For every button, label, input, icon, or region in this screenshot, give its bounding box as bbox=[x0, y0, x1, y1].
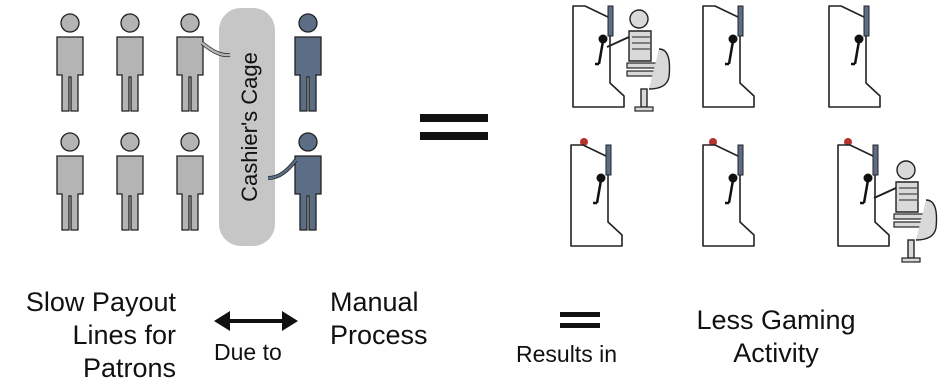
patron-row-top bbox=[56, 13, 204, 112]
machine-light-icon bbox=[580, 138, 588, 146]
patron-icon bbox=[176, 13, 204, 112]
machine-light-icon bbox=[709, 138, 717, 146]
slot-machine-row-bottom bbox=[569, 138, 938, 263]
equals-small-icon bbox=[560, 312, 600, 328]
manual-process-label: Manual Process bbox=[330, 287, 428, 350]
cashier-icon bbox=[294, 13, 322, 112]
double-arrow-icon bbox=[214, 311, 298, 331]
slot-machine-icon bbox=[827, 4, 882, 109]
patron-icon bbox=[176, 132, 204, 231]
slot-machine-icon bbox=[569, 143, 624, 248]
patron-row-bottom bbox=[56, 132, 204, 231]
less-gaming-label: Less Gaming Activity bbox=[696, 305, 856, 368]
machine-light-icon bbox=[844, 138, 852, 146]
equals-icon bbox=[420, 114, 488, 140]
patron-icon bbox=[116, 13, 144, 112]
slot-machine-icon bbox=[701, 143, 756, 248]
cage-label: Cashier's Cage bbox=[237, 52, 262, 202]
slot-machine-icon bbox=[701, 4, 756, 109]
patron-icon bbox=[56, 13, 84, 112]
cashiers-cage bbox=[219, 8, 275, 246]
due-to-label: Due to bbox=[214, 339, 282, 365]
patron-icon bbox=[56, 132, 84, 231]
slot-machine-row-top bbox=[571, 4, 882, 112]
results-in-label: Results in bbox=[516, 341, 617, 367]
slow-payout-label: Slow Payout Lines for Patrons bbox=[25, 287, 176, 383]
seated-player-icon bbox=[873, 160, 938, 263]
patron-icon bbox=[116, 132, 144, 231]
slot-machine-icon bbox=[571, 4, 626, 109]
cashier-icon bbox=[294, 132, 322, 231]
cashier-group bbox=[294, 13, 322, 231]
